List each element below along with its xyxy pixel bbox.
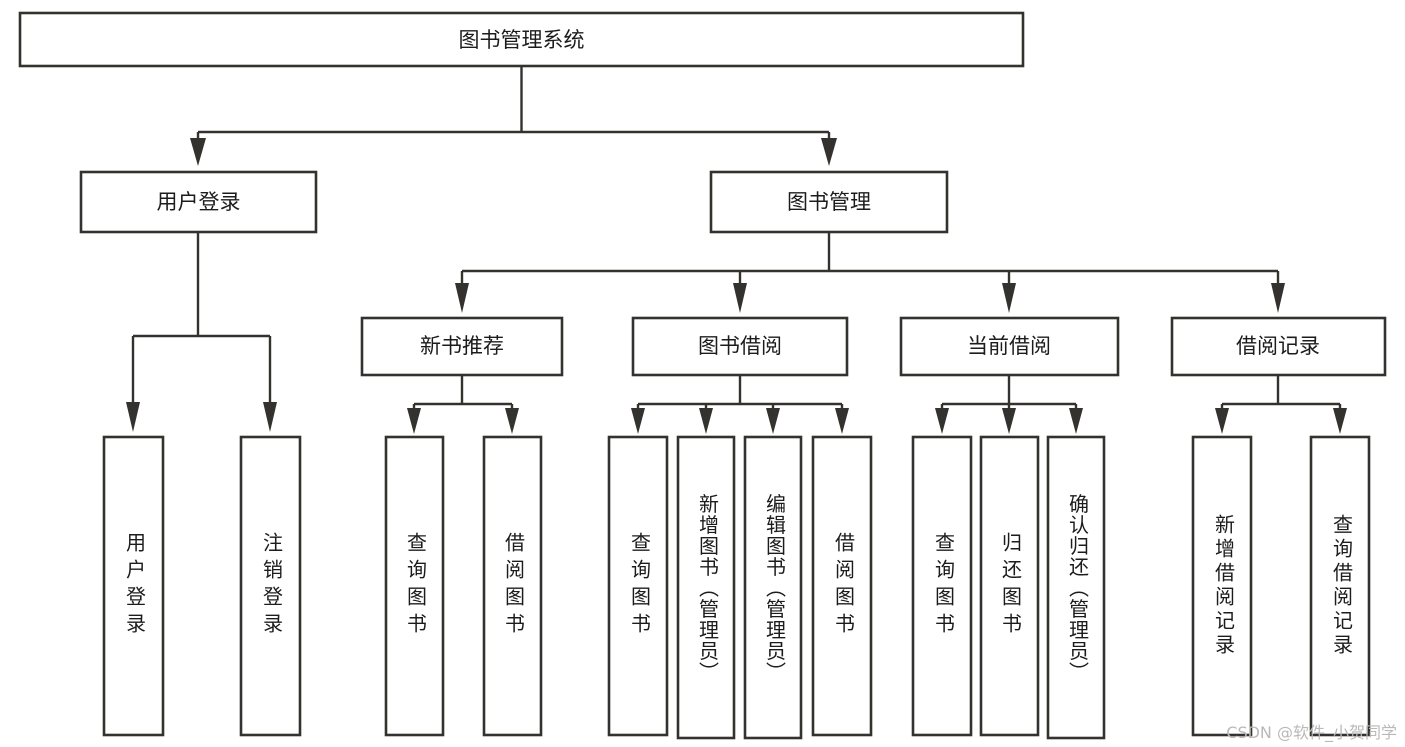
node-leaf-8[interactable]: 借阅图书 (811, 435, 873, 737)
node-leaf-9-label: 查询图书 (932, 532, 956, 640)
node-leaf-2-box[interactable] (239, 435, 302, 737)
node-leaf-10-box[interactable] (979, 435, 1040, 737)
arrow-head-to-current (1002, 283, 1016, 313)
node-leaf-13-label: 查询借阅记录 (1330, 514, 1354, 658)
node-newbook[interactable]: 新书推荐 (360, 316, 564, 377)
arrow-head-to-leaf6 (699, 408, 713, 434)
node-leaf-1[interactable]: 用户登录 (102, 435, 165, 737)
arrow-head-to-leaf3 (407, 408, 421, 434)
node-leaf-4-label: 借阅图书 (502, 532, 526, 640)
node-leaf-3-box[interactable] (384, 435, 445, 737)
node-login-box[interactable] (79, 170, 318, 234)
node-leaf-3[interactable]: 查询图书 (384, 435, 445, 737)
arrow-head-to-borrow (733, 283, 747, 313)
arrow-head-to-leaf2 (263, 402, 277, 432)
arrow-head-to-newbook (455, 283, 469, 313)
node-leaf-11-box[interactable] (1046, 435, 1106, 740)
node-leaf-1-box[interactable] (102, 435, 165, 737)
node-leaf-11-label: 确认归还（管理员） (1066, 493, 1090, 682)
arrow-head-to-leaf7 (766, 408, 780, 434)
node-leaf-9-box[interactable] (911, 435, 973, 737)
arrow-head-to-leaf12 (1215, 408, 1229, 434)
node-leaf-3-label: 查询图书 (404, 532, 428, 640)
arrow-head-to-leaf11 (1069, 408, 1083, 434)
node-leaf-6-box[interactable] (676, 435, 736, 740)
node-leaf-7-box[interactable] (743, 435, 803, 740)
node-records-label: 借阅记录 (1236, 334, 1320, 358)
node-leaf-10[interactable]: 归还图书 (979, 435, 1040, 737)
node-leaf-13[interactable]: 查询借阅记录 (1309, 435, 1371, 737)
node-leaf-7[interactable]: 编辑图书（管理员） (743, 435, 803, 740)
node-leaf-7-label: 编辑图书（管理员） (763, 493, 787, 682)
connector-layer (126, 66, 1347, 434)
node-root-box[interactable] (18, 11, 1025, 68)
arrow-head-to-leaf5 (631, 408, 645, 434)
node-records-box[interactable] (1170, 316, 1387, 377)
node-bookmgmt-label: 图书管理 (787, 190, 871, 214)
node-leaf-5-label: 查询图书 (628, 532, 652, 640)
node-login-label: 用户登录 (157, 190, 241, 214)
node-login[interactable]: 用户登录 (79, 170, 318, 234)
node-leaf-12[interactable]: 新增借阅记录 (1191, 435, 1253, 737)
arrow-head-to-leaf13 (1333, 408, 1347, 434)
node-leaf-9[interactable]: 查询图书 (911, 435, 973, 737)
node-bookmgmt[interactable]: 图书管理 (709, 170, 949, 234)
node-borrow-label: 图书借阅 (698, 334, 782, 358)
arrow-head-to-login (190, 138, 206, 166)
node-leaf-2[interactable]: 注销登录 (239, 435, 302, 737)
arrow-head-to-records (1271, 283, 1285, 313)
node-leaf-4-box[interactable] (482, 435, 543, 737)
arrow-head-to-leaf9 (935, 408, 949, 434)
node-borrow-box[interactable] (631, 316, 849, 377)
node-leaf-8-box[interactable] (811, 435, 873, 737)
node-leaf-6-label: 新增图书（管理员） (696, 493, 720, 682)
node-leaf-12-box[interactable] (1191, 435, 1253, 737)
node-leaf-2-label: 注销登录 (260, 532, 284, 640)
csdn-watermark: CSDN @软件_小贺同学 (1226, 723, 1397, 742)
node-newbook-box[interactable] (360, 316, 564, 377)
node-records[interactable]: 借阅记录 (1170, 316, 1387, 377)
node-leaf-4[interactable]: 借阅图书 (482, 435, 543, 737)
node-leaf-5[interactable]: 查询图书 (607, 435, 669, 737)
node-root[interactable]: 图书管理系统 (18, 11, 1025, 68)
node-root-label: 图书管理系统 (459, 28, 585, 52)
arrow-head-to-leaf4 (505, 408, 519, 434)
node-current-box[interactable] (899, 316, 1120, 377)
node-leaf-8-label: 借阅图书 (832, 532, 856, 640)
node-current[interactable]: 当前借阅 (899, 316, 1120, 377)
arrow-head-to-leaf10 (1002, 408, 1016, 434)
arrow-head-to-bookmgmt (821, 138, 837, 166)
node-leaf-12-label: 新增借阅记录 (1212, 514, 1236, 658)
node-leaf-1-label: 用户登录 (123, 532, 147, 640)
node-borrow[interactable]: 图书借阅 (631, 316, 849, 377)
node-leaf-11[interactable]: 确认归还（管理员） (1046, 435, 1106, 740)
node-current-label: 当前借阅 (967, 334, 1051, 358)
arrow-head-to-leaf1 (126, 402, 140, 432)
node-leaf-6[interactable]: 新增图书（管理员） (676, 435, 736, 740)
arrow-head-to-leaf8 (835, 408, 849, 434)
node-bookmgmt-box[interactable] (709, 170, 949, 234)
node-leaf-13-box[interactable] (1309, 435, 1371, 737)
node-leaf-5-box[interactable] (607, 435, 669, 737)
node-newbook-label: 新书推荐 (420, 334, 504, 358)
node-leaf-10-label: 归还图书 (999, 532, 1023, 640)
